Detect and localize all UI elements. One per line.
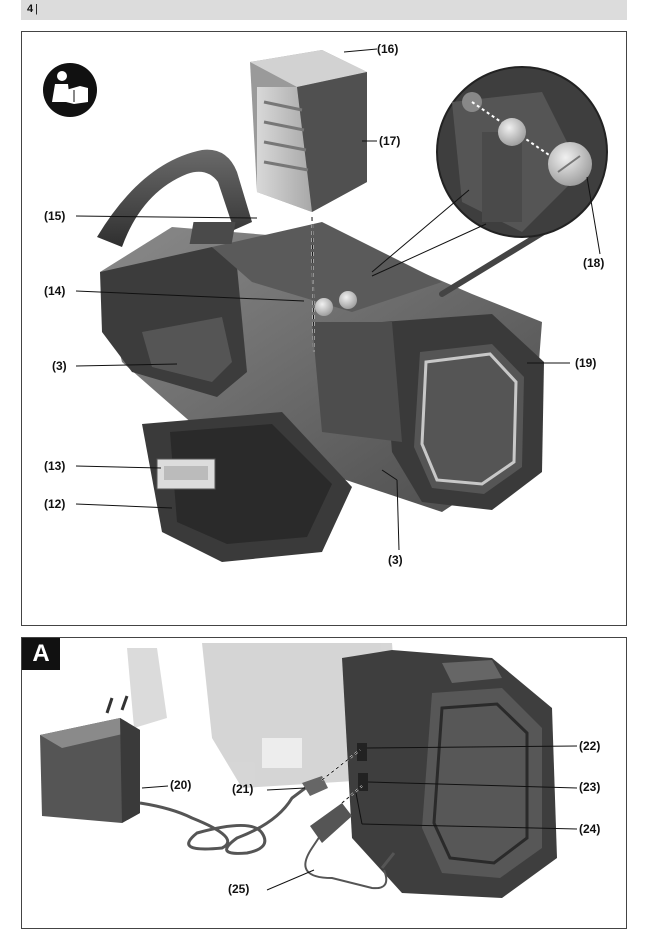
carry-handle <box>97 149 252 247</box>
callout-16: (16) <box>377 42 399 56</box>
aux-cable <box>304 785 396 890</box>
radio-illustration <box>43 48 608 562</box>
callout-3-upper: (3) <box>52 359 67 373</box>
callout-3-lower: (3) <box>388 553 403 567</box>
storage-drawer <box>142 412 352 562</box>
callout-13: (13) <box>44 459 66 473</box>
charger-cable <box>139 781 313 855</box>
leader-lines <box>75 48 601 551</box>
figure-main-panel: (16) (17) (18) (15) (14) (19) (3) (13) (… <box>21 31 627 626</box>
read-manual-icon <box>43 63 97 117</box>
callout-23: (23) <box>579 780 601 794</box>
callout-18: (18) <box>583 256 605 270</box>
figure-a-panel: A (22) (20) (21) (23) (24) (25) <box>21 637 627 929</box>
detail-zoom-circle <box>436 66 608 238</box>
front-speaker-housing <box>312 314 544 510</box>
front-speaker-housing-a <box>342 650 557 898</box>
callout-17: (17) <box>379 134 401 148</box>
battery-bay <box>212 222 442 312</box>
charger-adapter <box>40 695 140 823</box>
callout-19: (19) <box>575 356 597 370</box>
callout-22: (22) <box>579 739 601 753</box>
callout-20: (20) <box>170 778 192 792</box>
callout-21: (21) <box>232 782 254 796</box>
housing-left <box>100 247 247 397</box>
callout-24: (24) <box>579 822 601 836</box>
callout-25: (25) <box>228 882 250 896</box>
page-number: 4| <box>27 3 38 15</box>
leader-lines-a <box>141 745 578 891</box>
page-header: 4| <box>21 0 627 20</box>
figure-label-a: A <box>22 638 60 670</box>
callout-14: (14) <box>44 284 66 298</box>
antenna <box>439 227 550 297</box>
charging-illustration <box>40 643 578 898</box>
callout-12: (12) <box>44 497 66 511</box>
battery-pack <box>250 50 367 212</box>
callout-15: (15) <box>44 209 66 223</box>
